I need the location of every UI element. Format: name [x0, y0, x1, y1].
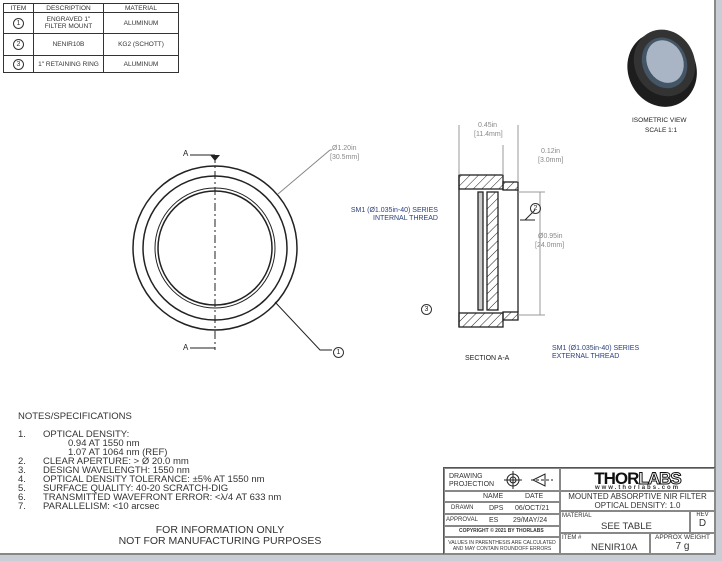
inner-diameter-mm: [24.0mm]	[535, 242, 565, 249]
balloon-2: 2	[530, 203, 541, 214]
section-title: SECTION A-A	[465, 355, 510, 362]
item-number: NENIR10A	[591, 542, 638, 553]
note-item: DESIGN WAVELENGTH: 1550 nm	[43, 465, 190, 476]
bom-material: ALUMINUM	[103, 55, 179, 73]
inner-diameter-in: Ø0.95in	[538, 233, 563, 240]
bom-material: KG2 (SCHOTT)	[103, 33, 179, 56]
step-dim-mm: [3.0mm]	[538, 157, 564, 164]
width-dim-mm: [11.4mm]	[474, 131, 503, 138]
item-balloon: 2	[13, 39, 24, 50]
material-value: SEE TABLE	[601, 521, 652, 532]
bom-material: ALUMINUM	[103, 12, 179, 34]
front-view	[132, 149, 332, 351]
outer-diameter-in: Ø1.20in	[332, 145, 357, 152]
projection-symbol-icon	[504, 471, 553, 489]
drawn-label: DRAWN	[451, 505, 474, 511]
weight-label: APPROX WEIGHT	[655, 534, 710, 541]
width-dim-in: 0.45in	[478, 122, 498, 129]
isometric-view-image	[627, 29, 697, 107]
iso-scale: SCALE 1:1	[645, 127, 678, 134]
approval-name: ES	[489, 517, 499, 524]
drawn-date: 06/OCT/21	[515, 505, 550, 512]
note-item: PARALLELISM: <10 arcsec	[43, 501, 160, 512]
item-label: ITEM #	[562, 535, 582, 541]
drawn-name: DPS	[489, 505, 504, 512]
approval-label: APPROVAL	[446, 517, 478, 523]
bom-row: 1 ENGRAVED 1"FILTER MOUNT ALUMINUM	[3, 12, 179, 34]
note-item: CLEAR APERTURE: > Ø 20.0 mm	[43, 456, 189, 467]
bom-description: 1" RETAINING RING	[33, 55, 104, 73]
copyright: COPYRIGHT © 2021 BY THORLABS	[459, 528, 544, 534]
balloon-1: 1	[333, 347, 344, 358]
section-marker-top: A	[183, 149, 189, 158]
notes-specifications: NOTES/SPECIFICATIONS 1.OPTICAL DENSITY: …	[18, 411, 282, 512]
item-balloon: 1	[13, 17, 24, 29]
note-item: SURFACE QUALITY: 40-20 SCRATCH-DIG	[43, 483, 229, 494]
weight-value: 7 g	[675, 541, 690, 552]
bom-description: FILTER MOUNT	[44, 23, 93, 30]
section-marker-bottom: A	[183, 343, 189, 352]
bom-description: NENIR10B	[33, 33, 104, 56]
date-header: DATE	[525, 493, 544, 500]
rev-label: REV	[696, 512, 709, 518]
note-item: 0.94 AT 1550 nm	[68, 438, 140, 449]
note-item: 1.07 AT 1064 nm (REF)	[68, 447, 168, 458]
bom-header: ITEM	[3, 3, 34, 13]
bom-header: MATERIAL	[103, 3, 179, 13]
bom-description: ENGRAVED 1"	[46, 16, 91, 23]
note-item: OPTICAL DENSITY TOLERANCE: ±5% AT 1550 n…	[43, 474, 265, 485]
balloon-3: 3	[421, 304, 432, 315]
name-header: NAME	[483, 493, 504, 500]
notes-title: NOTES/SPECIFICATIONS	[18, 411, 132, 422]
outer-diameter-mm: [30.5mm]	[330, 154, 360, 161]
note-item: TRANSMITTED WAVEFRONT ERROR: <λ/4 AT 633…	[43, 492, 282, 503]
iso-label: ISOMETRIC VIEW	[632, 117, 687, 124]
bom-header: DESCRIPTION	[33, 3, 104, 13]
rev-value: D	[698, 518, 707, 529]
material-label: MATERIAL	[562, 513, 592, 519]
section-view	[458, 125, 545, 328]
step-dim-in: 0.12in	[541, 148, 561, 155]
note-item: OPTICAL DENSITY:	[43, 429, 130, 440]
approval-date: 29/MAY/24	[513, 517, 548, 524]
item-balloon: 3	[13, 58, 24, 70]
